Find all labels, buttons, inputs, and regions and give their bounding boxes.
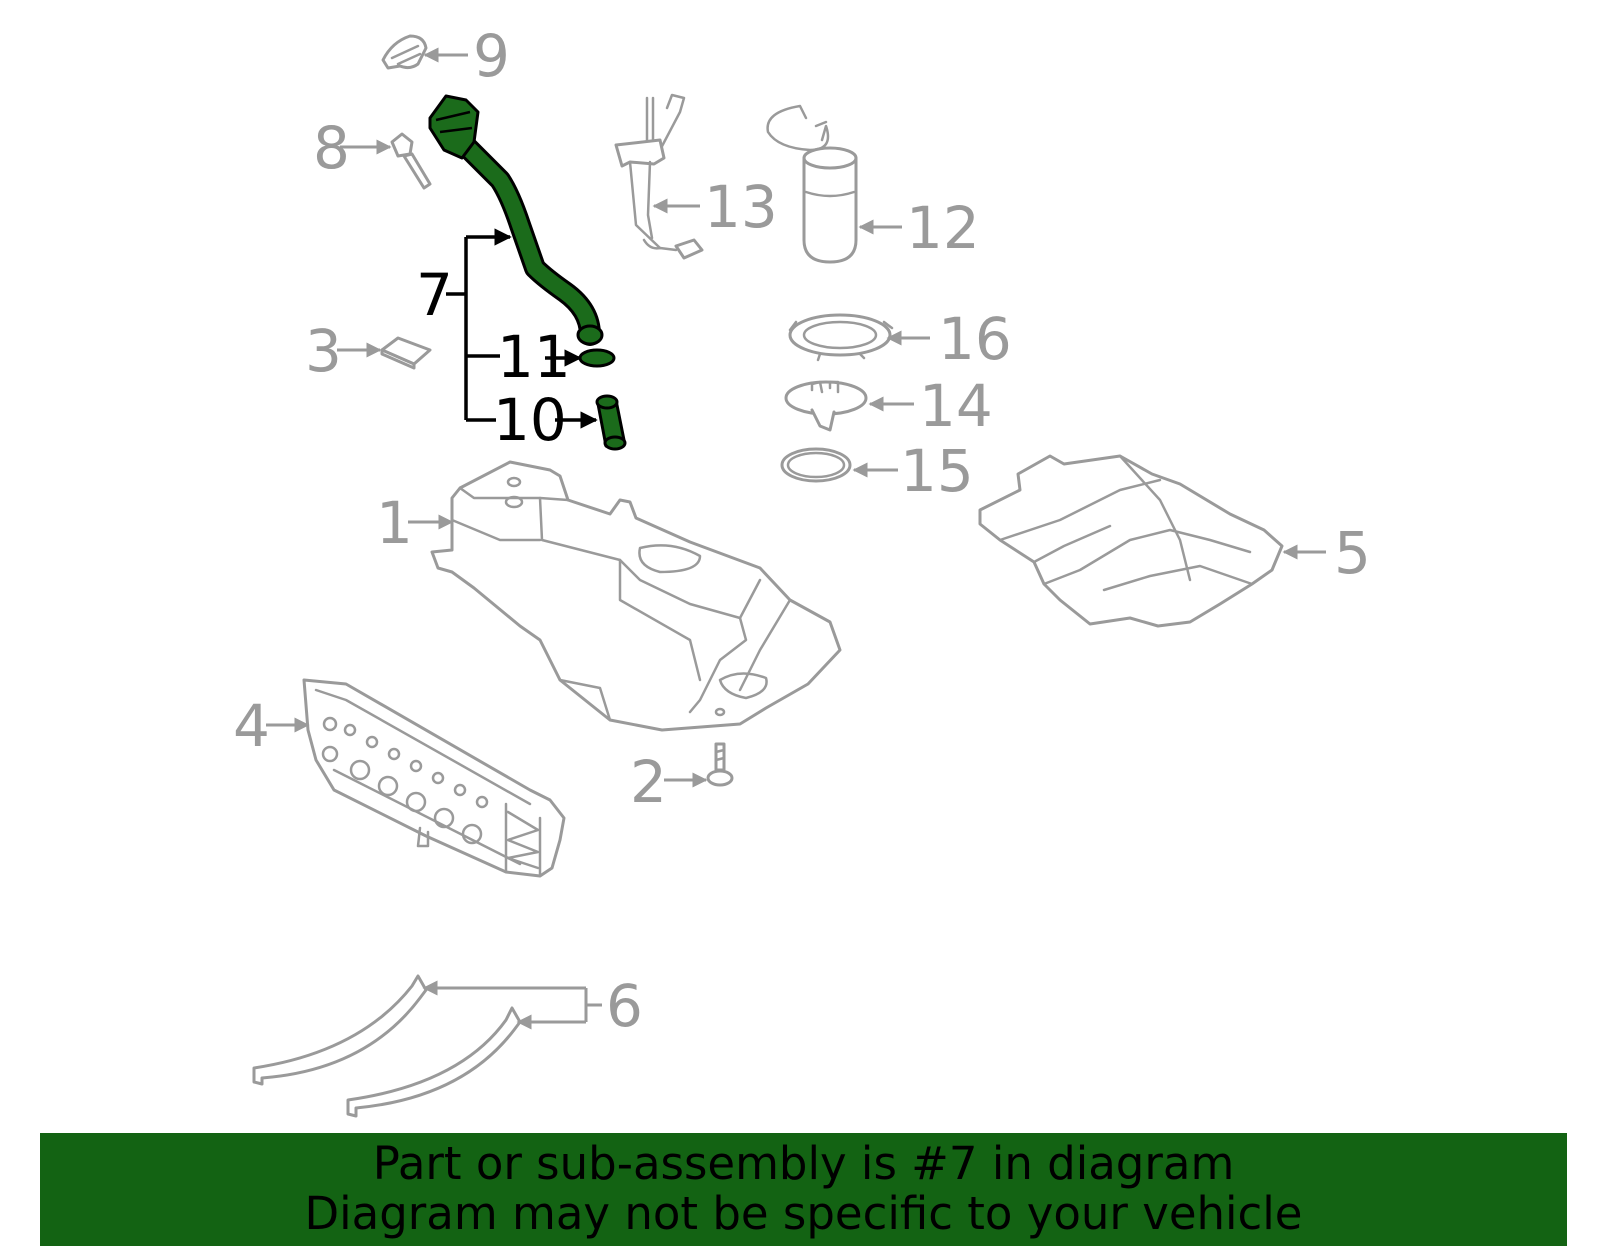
part-11-seal [578,348,616,368]
part-12-pump [766,104,858,264]
info-banner: Part or sub-assembly is #7 in diagram Di… [40,1133,1567,1246]
callout-15: 15 [900,437,974,505]
part-16-lock-ring [788,313,894,362]
callout-14: 14 [919,372,993,440]
part-13-sender [614,93,704,260]
callout-10: 10 [493,386,567,454]
callout-9: 9 [473,22,510,90]
part-15-gasket [780,447,852,483]
part-9-cap [381,34,428,70]
callout-13: 13 [704,173,778,241]
callout-16: 16 [938,305,1012,373]
callout-5: 5 [1334,519,1371,587]
part-2-bolt [706,742,734,787]
banner-line-2: Diagram may not be specific to your vehi… [304,1187,1303,1240]
part-1-fuel-tank [430,460,842,732]
part-10-hose [595,394,627,451]
callout-7: 7 [416,261,453,329]
part-5-heat-shield [978,454,1284,628]
callout-2: 2 [630,748,667,816]
callout-11: 11 [497,323,571,391]
bracket-7 [446,228,598,429]
part-7-filler-pipe [428,94,604,346]
part-8-bolt [390,132,432,190]
callout-1: 1 [376,489,413,557]
part-3-pad [380,336,432,370]
callout-3: 3 [305,317,342,385]
callout-8: 8 [313,114,350,182]
callout-6: 6 [606,972,643,1040]
banner-line-1: Part or sub-assembly is #7 in diagram [372,1137,1235,1190]
part-6-straps [252,974,522,1118]
callout-12: 12 [906,194,980,262]
callout-4: 4 [233,692,270,760]
part-4-skid-plate [302,678,566,878]
part-14-flange [784,380,868,432]
